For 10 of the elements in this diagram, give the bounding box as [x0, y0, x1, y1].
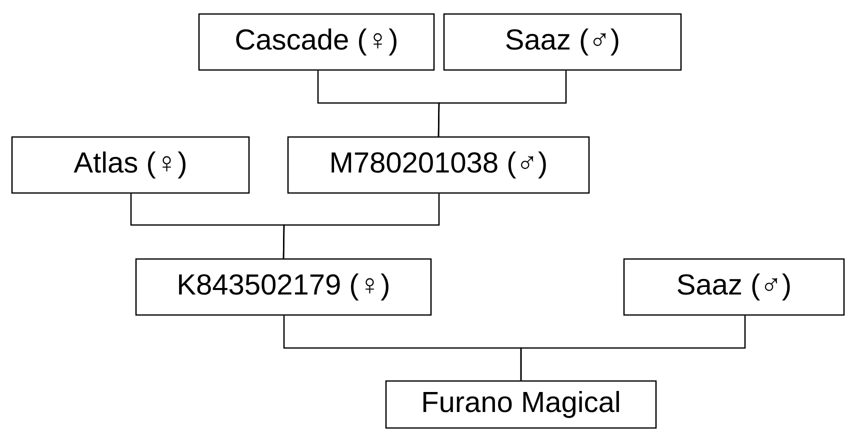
name-box: Saaz (♂) [623, 258, 845, 316]
pedigree-line [520, 316, 746, 380]
name-box: M780201038 (♂) [287, 136, 590, 194]
name-box: Atlas (♀) [11, 136, 250, 194]
pedigree-line [282, 194, 440, 258]
pedigree-line [438, 70, 567, 136]
name-box: K843502179 (♀) [135, 258, 432, 316]
name-box: Furano Magical [385, 380, 657, 429]
name-box: Cascade (♀) [198, 13, 435, 71]
name-box: Saaz (♂) [443, 13, 682, 71]
